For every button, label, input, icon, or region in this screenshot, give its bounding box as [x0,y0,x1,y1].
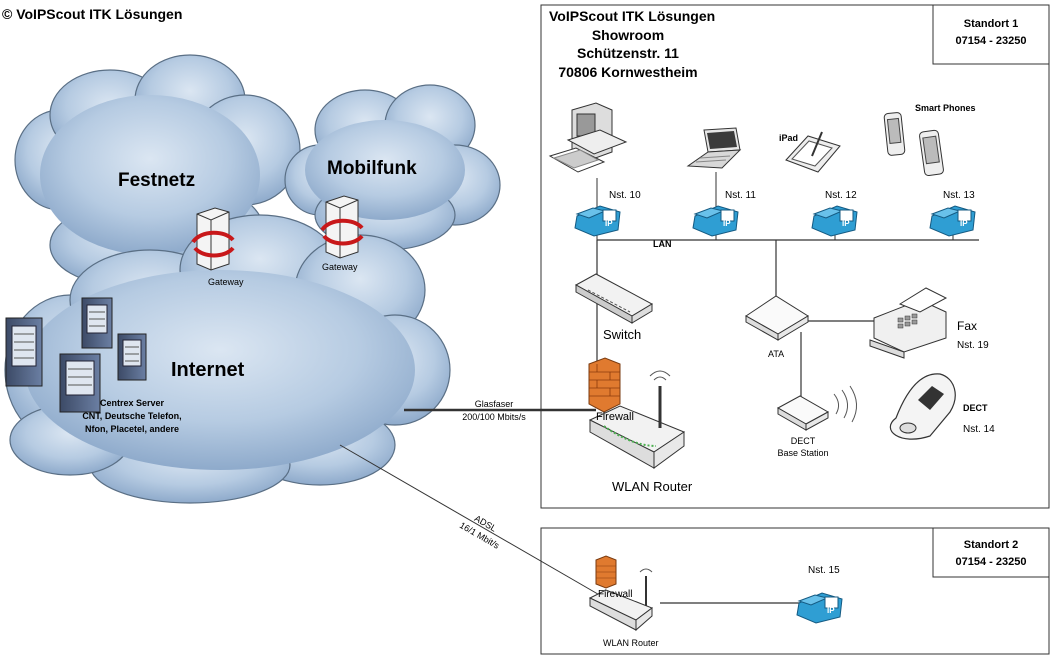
fax-label: Fax [957,319,977,333]
dect-label: DECT [963,403,988,413]
ata-label: ATA [768,349,784,359]
servers-title: Centrex Server [100,398,165,408]
ip-phone-icon: IP [811,205,858,237]
mobilfunk-cloud [284,84,501,251]
site2-frame [540,527,1050,655]
ext10-label: Nst. 10 [609,190,641,201]
site2-firewall-label: Firewall [598,589,632,600]
ext19-label: Nst. 19 [957,340,989,351]
wlan-router-icon [588,370,686,469]
firewall-icon [588,357,621,413]
ipad-label: iPad [779,133,798,143]
smartphone-icon [919,129,944,177]
ext15-label: Nst. 15 [808,565,840,576]
fax-icon [869,287,948,359]
site1-phone: 07154 - 23250 [956,35,1027,47]
servers-line2: CNT, Deutsche Telefon, [82,411,181,421]
switch-label: Switch [603,327,641,342]
ext13-label: Nst. 13 [943,190,975,201]
mobilfunk-label: Mobilfunk [327,158,417,179]
internet-label: Internet [171,359,245,381]
svg-text:IP: IP [827,606,835,615]
connection-lines [339,172,979,604]
site2-router-label: WLAN Router [603,638,659,648]
lan-label: LAN [653,239,672,249]
gateway2-label: Gateway [322,262,358,272]
ip-phone-icon: IP [796,592,843,624]
fiber-label-1: Glasfaser [475,399,514,409]
site1-label-box [932,4,1050,65]
gateway-icon [320,195,364,259]
copyright-text: © VoIPScout ITK Lösungen [2,6,182,22]
festnetz-label: Festnetz [118,170,195,191]
site1-label: Standort 1 [964,18,1018,30]
site1-company: VoIPScout ITK Lösungen [549,8,715,24]
ip-phone-icon: IP [574,205,621,237]
site1-frame [540,4,1050,509]
firewall-label: Firewall [596,411,634,423]
svg-text:IP: IP [723,219,731,228]
ext12-label: Nst. 12 [825,190,857,201]
site1-city: 70806 Kornwestheim [558,64,697,80]
server-icon [5,317,43,387]
ipad-icon [785,131,841,173]
svg-text:IP: IP [842,219,850,228]
site1-location: Showroom [592,27,664,43]
firewall-icon [595,555,617,589]
dect-phone-icon [889,373,956,440]
site1-street: Schützenstr. 11 [577,45,679,61]
server-icon [81,297,113,349]
ip-phone-icon: IP [929,205,976,237]
dect-base-label-1: DECT [791,436,816,446]
dect-base-icon [776,385,857,431]
ata-icon [745,295,809,341]
smartphones-label: Smart Phones [915,103,976,113]
svg-text:IP: IP [960,219,968,228]
site2-label-box [932,527,1050,578]
laptop-icon [686,127,742,169]
svg-text:IP: IP [605,219,613,228]
ext14-label: Nst. 14 [963,424,995,435]
switch-icon [574,273,654,324]
gateway1-label: Gateway [208,277,244,287]
smartphone-icon [883,112,906,156]
wlan-router-icon [588,568,654,632]
ip-phone-icon: IP [692,205,739,237]
site2-phone: 07154 - 23250 [956,556,1027,568]
site2-label: Standort 2 [964,539,1018,551]
ext11-label: Nst. 11 [725,190,756,201]
servers-line3: Nfon, Placetel, andere [85,424,179,434]
dect-base-label-2: Base Station [777,448,828,458]
fiber-label-2: 200/100 Mbits/s [462,412,526,422]
router-label: WLAN Router [612,479,693,494]
server-icon [59,353,101,413]
server-icon [117,333,147,381]
desktop-pc-icon [548,102,628,173]
gateway-icon [191,207,235,271]
